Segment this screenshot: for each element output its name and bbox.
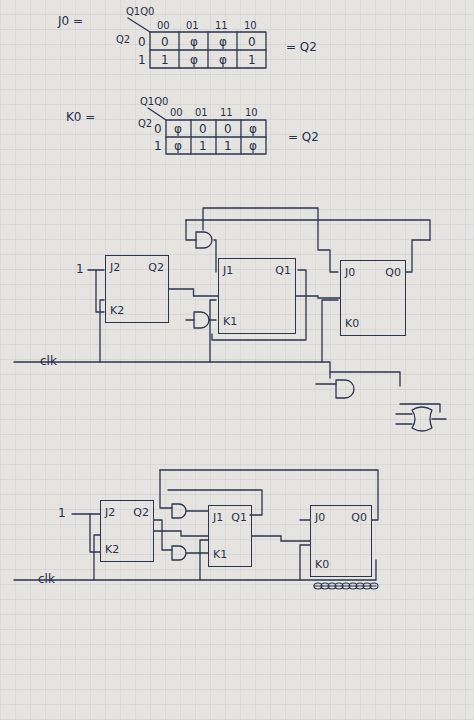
jk-flip-flop: J0 Q0K0 [340,260,406,336]
kmap-text: 0 [199,122,207,136]
jk-flip-flop: J2 Q2K2 [105,255,169,323]
kmap-text: 01 [186,20,199,32]
pin-label: Q1 [231,511,247,524]
kmap-text: 0 [154,122,162,136]
kmap-text: φ [174,122,182,136]
pin-label: Q2 [148,261,164,274]
pin-label: J0 [345,266,355,279]
kmap-text: 10 [245,107,258,119]
pin-label: K2 [105,543,119,556]
kmap-text: Q2 [138,118,152,130]
kmap-text: 1 [138,53,146,67]
kmap-text: φ [249,122,257,136]
kmap-text: 0 [248,35,256,49]
pin-label: Q0 [351,511,367,524]
wire [14,208,446,431]
wire [14,470,378,580]
kmap-text: Q1Q0 [126,6,154,18]
kmap-text: φ [190,35,198,49]
kmap-text: 0 [138,35,146,49]
kmap-text: φ [219,53,227,67]
kmap-text: J0 = [58,14,83,28]
jk-flip-flop: J1 Q1K1 [208,505,252,567]
pin-label: Q2 [133,506,149,519]
pin-label: K2 [110,304,124,317]
kmap-text: 1 [248,53,256,67]
wire-connector [252,536,310,541]
wire-connector [296,296,340,298]
kmap-text: 0 [161,35,169,49]
pin-label: K0 [315,558,329,571]
kmap-text: = Q2 [286,40,317,54]
signal-name: 1 [76,262,84,276]
kmap-text: 00 [170,107,183,119]
pin-label: K1 [213,548,227,561]
kmap-text: 11 [220,107,233,119]
signal-name: clk [38,572,55,586]
jk-flip-flop: J0 Q0K0 [310,505,372,577]
wire-connector [154,531,208,536]
kmap-text: 11 [215,20,228,32]
pin-label: K1 [223,315,237,328]
pin-label: Q0 [385,266,401,279]
kmap-text: Q1Q0 [140,96,168,108]
kmap-text: Q2 [116,34,130,46]
karnaugh-map [148,108,266,154]
pin-label: Q1 [275,264,291,277]
karnaugh-map [128,18,266,68]
pin-label: K0 [345,317,359,330]
signal-name: clk [40,354,57,368]
pin-label: J1 [213,511,223,524]
pin-label: J0 [315,511,325,524]
kmap-text: 1 [199,139,207,153]
kmap-text: 1 [224,139,232,153]
kmap-text: φ [219,35,227,49]
kmap-text: φ [190,53,198,67]
signal-name: 1 [58,506,66,520]
kmap-text: K0 = [66,110,95,124]
kmap-text: φ [249,139,257,153]
kmap-text: 1 [161,53,169,67]
wire-connector [169,289,218,296]
jk-flip-flop: J1 Q1K1 [218,258,296,334]
kmap-text: 1 [154,139,162,153]
kmap-text: 0 [224,122,232,136]
pin-label: J2 [105,506,115,519]
jk-flip-flop: J2 Q2K2 [100,500,154,562]
wire-coil [314,583,378,589]
kmap-text: 00 [157,20,170,32]
kmap-text: = Q2 [288,130,319,144]
kmap-text: φ [174,139,182,153]
pin-label: J1 [223,264,233,277]
kmap-text: 01 [195,107,208,119]
pin-label: J2 [110,261,120,274]
kmap-text: 10 [244,20,257,32]
